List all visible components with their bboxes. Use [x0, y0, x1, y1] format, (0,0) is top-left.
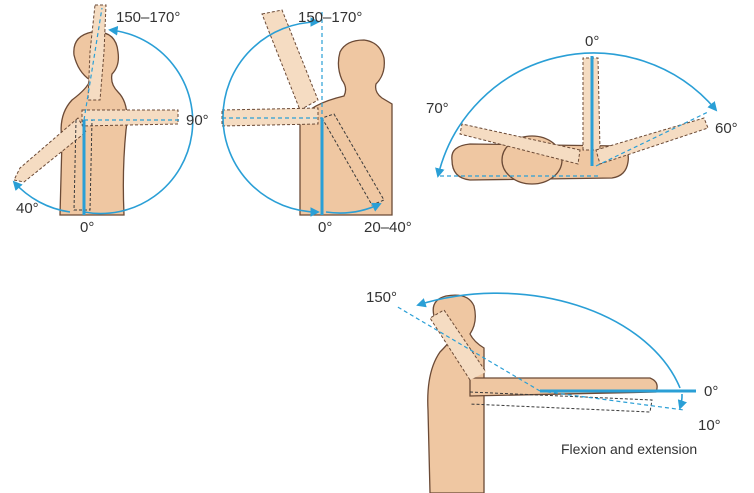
panel-b-body [300, 40, 392, 215]
panel-a-horizontal-arm [82, 110, 178, 126]
panel-b-label-top: 150–170° [298, 9, 362, 26]
panel-d-label-level: 0° [704, 383, 718, 400]
panel-c-label-left: 70° [426, 100, 449, 117]
panel-b-back-view: 150–170° 0° 20–40° [222, 9, 412, 236]
panel-d-flexion-extension: 150° 0° 10° Flexion and extension [366, 289, 721, 493]
panel-a-label-top: 150–170° [116, 9, 180, 26]
panel-d-low-ref [540, 391, 684, 410]
panel-a-label-mid: 90° [186, 112, 209, 129]
panel-d-caption: Flexion and extension [561, 441, 697, 457]
panel-d-label-top: 150° [366, 289, 397, 306]
panel-c-label-right: 60° [715, 120, 738, 137]
panel-a-side-view: 150–170° 90° 40° 0° [14, 5, 209, 236]
panel-b-label-adduction: 20–40° [364, 219, 412, 236]
panel-a-label-back: 40° [16, 200, 39, 217]
panel-c-top-view: 0° 70° 60° [426, 33, 738, 184]
panel-a-label-bottom: 0° [80, 219, 94, 236]
panel-b-horizontal-arm [222, 108, 318, 126]
panel-d-label-ext: 10° [698, 417, 721, 434]
panel-c-label-top: 0° [585, 33, 599, 50]
panel-b-label-bottom: 0° [318, 219, 332, 236]
panel-c-arm-right [596, 118, 708, 164]
panel-d-arm-forward [470, 378, 657, 396]
panel-d-extension-arc [680, 394, 682, 408]
